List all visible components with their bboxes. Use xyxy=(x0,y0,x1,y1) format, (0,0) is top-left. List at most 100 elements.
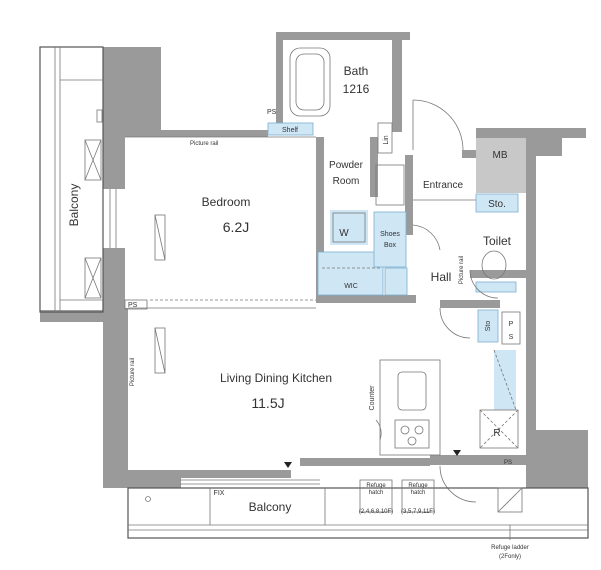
sto-top-area xyxy=(475,193,519,213)
ldk-size: 11.5J xyxy=(251,395,284,411)
fridge-label: R xyxy=(493,428,500,439)
wall-entrance-top xyxy=(462,150,476,158)
wall-partition-entrance xyxy=(405,155,413,235)
wall-partition-bedroom xyxy=(316,137,324,297)
sto-side-label: Sto xyxy=(485,321,492,332)
cooktop xyxy=(394,419,430,449)
refuge-hatch-2-b: hatch xyxy=(411,490,426,496)
washer xyxy=(332,212,366,243)
wall-block xyxy=(103,47,161,137)
bath-size: 1216 xyxy=(343,82,370,96)
picture-rail-left: Picture rail xyxy=(130,358,136,386)
kitchen-sink xyxy=(397,371,427,411)
ldk: Picture rail Living Dining Kitchen 11.5J… xyxy=(128,307,519,503)
w-label: W xyxy=(339,228,349,239)
wall-right-top xyxy=(526,128,586,138)
shelf xyxy=(267,122,314,136)
drain xyxy=(96,109,103,123)
ps-side-1: P xyxy=(509,321,514,328)
wall-toilet-bottom xyxy=(470,270,526,278)
mb-area xyxy=(476,138,526,193)
wall-balcony-left-bottom xyxy=(40,310,105,322)
wall-partition-powder xyxy=(370,137,378,197)
wic-area xyxy=(317,251,384,296)
picture-rail-top: Picture rail xyxy=(190,141,218,147)
sto-top-label: Sto. xyxy=(488,199,506,210)
utility-right: MB Sto. Toilet Sto P S xyxy=(439,138,526,345)
wall-bottom-far-right xyxy=(430,455,530,465)
bedroom-fixture xyxy=(154,214,166,261)
bathtub xyxy=(289,47,331,117)
wall-right xyxy=(526,156,536,456)
toilet-label: Toilet xyxy=(483,234,512,248)
powder-line2: Room xyxy=(333,176,360,187)
balcony-bottom: FIX Balcony Refuge hatch (2,4,6,8,10F) R… xyxy=(127,479,589,560)
wall-sto-top xyxy=(440,300,500,308)
wall-left-lower xyxy=(103,308,128,488)
balcony-left: Balcony xyxy=(39,46,104,313)
wic-label: WIC xyxy=(344,283,358,290)
refuge-ladder-b: (2Fonly) xyxy=(499,554,521,560)
wall-right-corner xyxy=(526,138,562,156)
toilet-bowl xyxy=(481,250,507,280)
arrow-down-icon xyxy=(284,462,292,468)
refuge-hatch-1-c: (2,4,6,8,10F) xyxy=(359,509,393,515)
balcony-bottom-outline xyxy=(127,487,589,539)
kitchen-counter xyxy=(379,359,441,456)
ps-bath: PS xyxy=(267,109,277,116)
wall-bottom xyxy=(181,470,291,478)
wall-mb-top xyxy=(476,128,526,138)
bedroom-size: 6.2J xyxy=(223,219,249,235)
wall-right-bottom xyxy=(526,430,588,488)
shoes-box: Shoes Box xyxy=(373,211,407,268)
refuge-hatch-1 xyxy=(359,479,393,513)
bedroom-name: Bedroom xyxy=(202,195,251,209)
refuge-ladder xyxy=(497,487,523,513)
bedroom: Picture rail Bedroom 6.2J PS xyxy=(109,136,316,310)
ps-left: PS xyxy=(128,302,138,309)
linen-label: Lin xyxy=(383,135,390,144)
wall-bath-right xyxy=(392,32,402,132)
refuge-hatch-1-a: Refuge xyxy=(366,483,386,489)
shelf-label: Shelf xyxy=(282,127,298,134)
entrance: Entrance Hall Picture rail xyxy=(412,99,476,284)
balcony-bottom-label: Balcony xyxy=(249,500,292,514)
ac-unit xyxy=(84,139,102,181)
shoes-line1: Shoes xyxy=(380,231,400,238)
picture-rail-hall: Picture rail xyxy=(459,256,465,284)
balcony-left-label: Balcony xyxy=(67,184,81,227)
ldk-fixture xyxy=(154,327,166,374)
powder-room: Powder Room W xyxy=(329,160,405,245)
ldk-name: Living Dining Kitchen xyxy=(220,371,332,385)
refuge-hatch-2-a: Refuge xyxy=(408,483,428,489)
fridge xyxy=(479,409,519,449)
ps-side-2: S xyxy=(509,334,514,341)
sink xyxy=(375,164,405,206)
mb-label: MB xyxy=(493,150,508,161)
wall-bedroom-top xyxy=(103,130,268,137)
entrance-label: Entrance xyxy=(423,180,463,191)
wall-left-upper xyxy=(103,137,125,189)
balcony-left-outline xyxy=(39,46,104,313)
refuge-hatch-1-b: hatch xyxy=(369,490,384,496)
counter-label: Counter xyxy=(369,385,376,411)
ps-right: PS xyxy=(504,460,512,466)
washer-area xyxy=(330,210,368,245)
wall-bath-left xyxy=(276,32,283,132)
wic: WIC xyxy=(317,251,408,296)
hall-label: Hall xyxy=(431,270,452,284)
powder-line1: Powder xyxy=(329,160,364,171)
wall-bath-top xyxy=(276,32,410,40)
refuge-ladder-a: Refuge ladder xyxy=(491,545,529,551)
wall-bottom-right xyxy=(300,458,430,466)
shoes-box-area xyxy=(373,211,407,268)
wall-bedroom-bottom xyxy=(316,295,416,303)
walls xyxy=(40,32,588,488)
arrow-down-icon xyxy=(453,450,461,456)
wall-left-mid xyxy=(103,248,125,308)
linen-closet xyxy=(377,122,393,154)
shoes-line2: Box xyxy=(384,242,397,249)
sto-side-area xyxy=(477,309,499,343)
ac-unit xyxy=(84,257,102,299)
